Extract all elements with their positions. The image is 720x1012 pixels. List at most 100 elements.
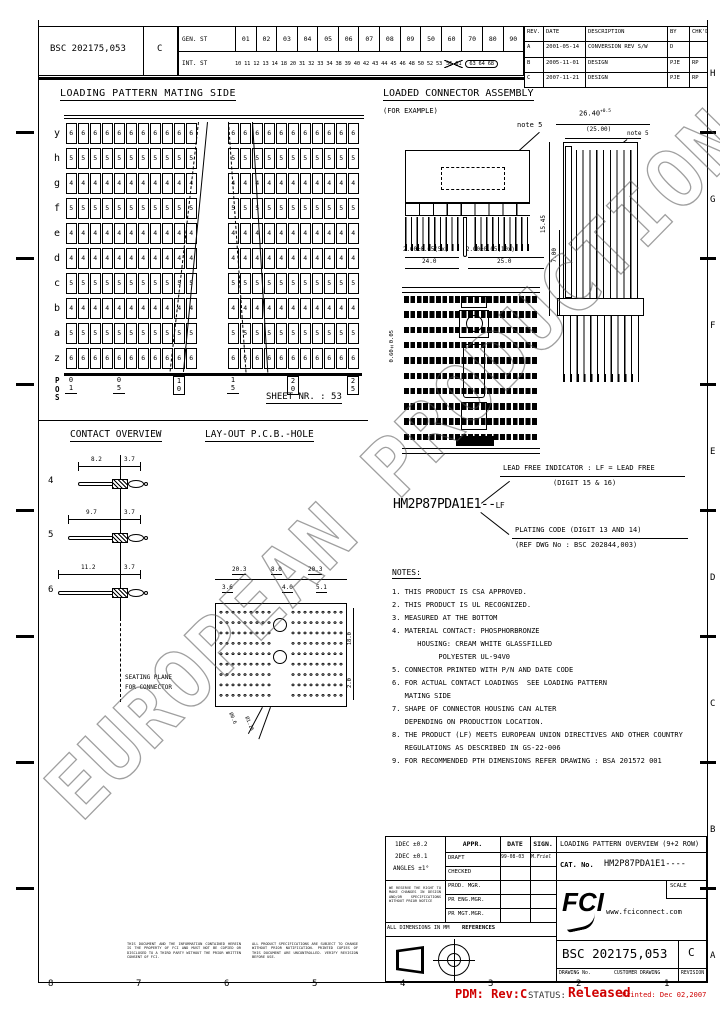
grid-cell: 4 <box>240 173 251 194</box>
zone-tick-right <box>700 509 716 512</box>
grid-cell: 5 <box>276 198 287 219</box>
grid-cell: 5 <box>186 198 197 219</box>
revision-cell: D <box>667 42 689 57</box>
gen-st-cell: 05 <box>317 27 338 51</box>
grid-cell: 4 <box>252 173 263 194</box>
grid-cell: 5 <box>240 148 251 169</box>
grid-row-label: a <box>53 328 60 339</box>
appr-row-line <box>445 880 556 881</box>
grid-cell: 6 <box>66 123 77 144</box>
gen-st-cell: 02 <box>255 27 277 51</box>
gen-st-cell: 90 <box>502 27 524 51</box>
grid-cell: 6 <box>336 123 347 144</box>
zone-col-number: 1 <box>664 979 670 989</box>
grid-row-label: f <box>53 203 60 214</box>
grid-cell: 4 <box>276 298 287 319</box>
pitch-left-dim: 2.00±0.05(5x) <box>403 247 449 253</box>
overall-left-line <box>405 268 459 270</box>
grid-cell: 4 <box>114 173 125 194</box>
bottom-view-pad-row <box>404 387 538 395</box>
appr-header: APPR. <box>462 840 483 848</box>
grid-cell: 5 <box>264 323 275 344</box>
grid-cell: 4 <box>90 223 101 244</box>
revision-cell: PJE <box>667 57 689 72</box>
grid-cell: 5 <box>300 273 311 294</box>
grid-cell: 5 <box>138 273 149 294</box>
tb-v4 <box>556 836 557 982</box>
grid-cell: 4 <box>264 223 275 244</box>
side-inner-dim: (25.00) <box>586 126 612 133</box>
grid-cell: 6 <box>162 348 173 369</box>
grid-cell: 4 <box>66 223 77 244</box>
grid-cell: 4 <box>228 173 239 194</box>
note-line: HOUSING: CREAM WHITE GLASSFILLED <box>392 640 553 648</box>
bottom-view-pad-row <box>404 372 538 379</box>
grid-cell: 4 <box>90 298 101 319</box>
appr-row-line <box>445 866 556 867</box>
zone-tick-left <box>16 383 34 386</box>
grid-cell: 4 <box>336 223 347 244</box>
grid-cell: 4 <box>162 223 173 244</box>
contact-dim-a: 11.2 <box>81 564 96 571</box>
grid-cell: 6 <box>102 123 113 144</box>
grid-cell: 5 <box>78 198 89 219</box>
grid-cell: 4 <box>312 298 323 319</box>
grid-cell: 4 <box>312 173 323 194</box>
contact-id: 6 <box>48 585 54 595</box>
grid-baseline <box>64 373 362 376</box>
gen-st-cell: 80 <box>481 27 503 51</box>
contact-dim-tick <box>140 570 141 579</box>
grid-cell: 5 <box>150 273 161 294</box>
contact-dim-a: 8.2 <box>91 456 102 463</box>
zone-row-letter: E <box>710 447 716 457</box>
grid-cell: 6 <box>90 123 101 144</box>
side-width-line <box>556 124 650 125</box>
sheet-nr: SHEET NR. : 53 <box>266 392 342 404</box>
revision-cell: PJE <box>667 72 689 87</box>
gen-st-cell: 70 <box>461 27 482 51</box>
pcb-dim-mid-3: 5.1 <box>316 584 327 593</box>
zone-row-letter: C <box>710 699 716 709</box>
side-view-wafers <box>569 150 633 298</box>
gen-st-cell: 04 <box>296 27 318 51</box>
doc-number-box <box>38 26 144 76</box>
side-inner-line <box>565 138 641 139</box>
contact-dim-tick <box>120 462 121 471</box>
contact-dim-tick <box>120 570 121 579</box>
grid-cell: 5 <box>78 323 89 344</box>
gen-st-cell: 09 <box>399 27 421 51</box>
grid-cell: 4 <box>114 298 125 319</box>
grid-cell: 6 <box>312 123 323 144</box>
grid-cell: 6 <box>114 123 125 144</box>
grid-cell: 4 <box>102 173 113 194</box>
plating-leader <box>480 512 510 536</box>
grid-cell: 4 <box>78 248 89 269</box>
int-st-values: 10 11 12 13 14 18 20 31 32 33 34 38 39 4… <box>235 59 523 68</box>
revision-cell: CHK'D <box>689 27 707 42</box>
contact-dim-a: 9.7 <box>86 509 97 516</box>
grid-cell: 4 <box>312 248 323 269</box>
bottom-view-pad-row <box>404 341 538 349</box>
contact-retention <box>112 533 128 543</box>
front-view-feet <box>405 203 530 216</box>
grid-cell: 5 <box>66 273 77 294</box>
plating-underline <box>512 538 688 539</box>
grid-cell: 5 <box>288 198 299 219</box>
grid-cell: 4 <box>336 173 347 194</box>
grid-cell: 5 <box>276 273 287 294</box>
note-line: 1. THIS PRODUCT IS CSA APPROVED. <box>392 588 527 596</box>
grid-cell: 5 <box>174 323 185 344</box>
grid-cell: 6 <box>264 348 275 369</box>
pcb-dim-right-a: 18.0 <box>347 632 353 646</box>
grid-cell: 5 <box>252 273 263 294</box>
grid-cell: 4 <box>174 223 185 244</box>
grid-cell: 5 <box>240 198 251 219</box>
grid-cell: 5 <box>126 273 137 294</box>
grid-cell: 4 <box>324 223 335 244</box>
pcb-key-hole-2 <box>273 650 287 664</box>
grid-cell: 4 <box>186 248 197 269</box>
note-line: 8. THE PRODUCT (LF) MEETS EUROPEAN UNION… <box>392 731 683 739</box>
grid-cell: 5 <box>276 323 287 344</box>
website: www.fciconnect.com <box>606 908 682 916</box>
